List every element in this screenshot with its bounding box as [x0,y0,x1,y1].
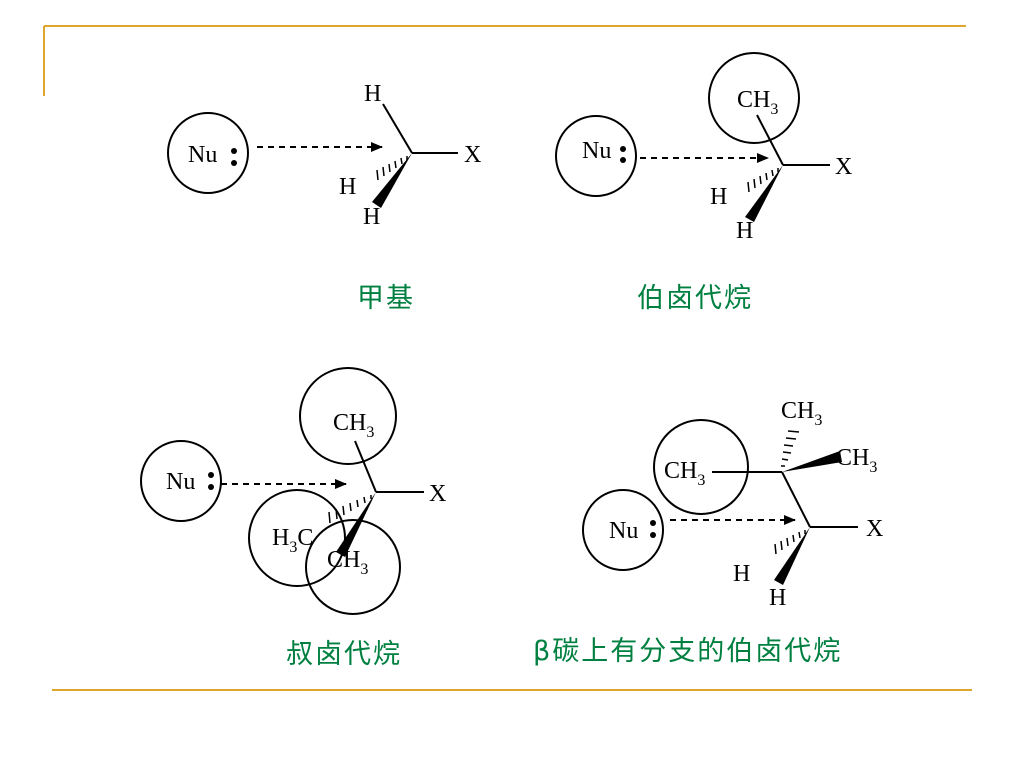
hydrogen-label: H [710,184,727,210]
wedge-bond [336,492,376,557]
caption-tertiary: 叔卤代烷 [286,639,402,670]
steric-circle [248,489,346,587]
nucleophile-label: Nu [609,518,638,544]
leaving-group-x: X [866,516,883,542]
nucleophile-label: Nu [582,138,611,164]
hash-bond [781,430,800,467]
leaving-group-x: X [464,142,481,168]
lone-pair-dots [208,472,214,490]
methyl-label: CH3 [781,398,822,429]
lone-pair-dots [620,146,626,163]
slide-frame [43,25,972,691]
nucleophile-label: Nu [166,469,195,495]
hash-bond [747,168,779,193]
caption-primary: 伯卤代烷 [637,283,753,314]
bond-c-h-up [382,103,413,154]
hydrogen-label: H [736,218,753,244]
steric-circle [305,519,401,615]
nucleophile-label: Nu [188,142,217,168]
steric-circle [299,367,397,465]
methyl-label: CH3 [737,87,778,118]
wedge-bond [372,153,412,208]
methyl-label: CH3 [333,410,374,441]
hash-bond [376,156,408,181]
lone-pair-dots [650,520,656,538]
leaving-group-x: X [835,154,852,180]
bond-c-ch3 [756,114,784,166]
hydrogen-label: H [339,174,356,200]
wedge-bond [745,165,783,222]
steric-circle [653,419,749,515]
methyl-label: CH3 [836,445,877,476]
nucleophile-circle [555,115,637,197]
hydrogen-label: H [769,585,786,611]
methyl-label: H3C [272,525,313,556]
methyl-label: CH3 [327,547,368,578]
panel-primary: Nu CH3 X H H [555,52,852,244]
panel-beta-branched: Nu CH3 CH3 CH3 X H H [582,398,883,611]
methyl-label: CH3 [664,458,705,489]
lone-pair-dots [231,148,237,166]
hydrogen-label: H [733,561,750,587]
wedge-bond [774,527,810,585]
hash-bond [774,530,806,555]
panel-methyl: Nu X H H H [167,81,481,230]
caption-methyl: 甲基 [357,283,415,314]
nucleophile-circle [167,112,249,194]
nucleophile-circle [140,440,222,522]
hydrogen-label: H [364,81,381,107]
wedge-bond [782,451,842,472]
panel-tertiary: Nu CH3 H3C CH3 X [140,367,446,615]
hydrogen-label: H [363,204,380,230]
leaving-group-x: X [429,481,446,507]
bond-c-ch3 [354,440,377,493]
nucleophile-circle [582,489,664,571]
caption-beta-branched: β碳上有分支的伯卤代烷 [533,636,842,667]
steric-circle [708,52,800,144]
hash-bond [328,495,372,524]
bond-c-c [781,471,811,528]
